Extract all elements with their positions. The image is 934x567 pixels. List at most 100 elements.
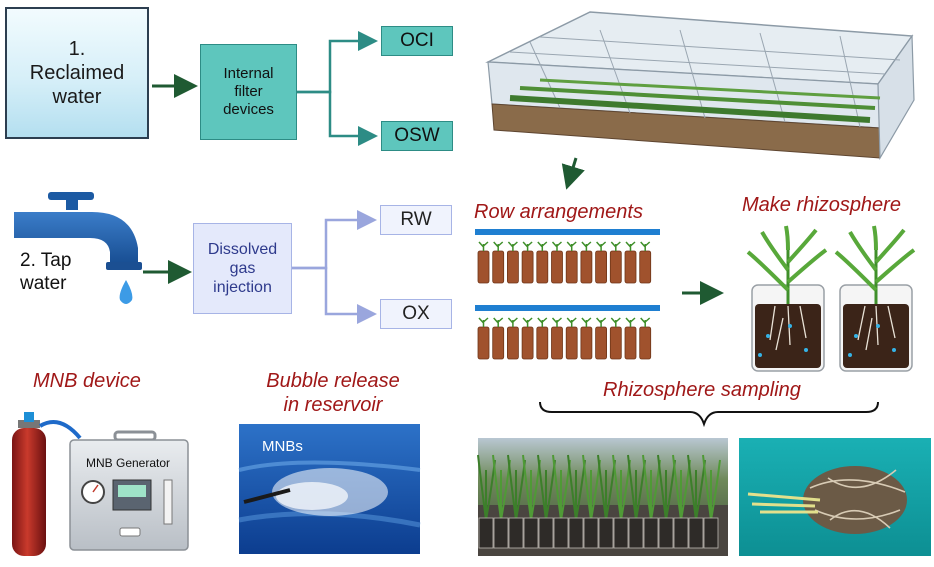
- osw-label: OSW: [394, 125, 440, 146]
- filter-devices-label: Internal filter devices: [223, 65, 274, 118]
- arrow-injection-to-ox: [292, 266, 377, 324]
- seedling: [493, 317, 504, 327]
- photo-pot: [493, 517, 509, 549]
- photo-pot: [583, 517, 599, 549]
- photo-pot: [568, 517, 584, 549]
- seedling: [551, 241, 562, 251]
- seedling: [596, 241, 607, 251]
- bubble-release-photo: [238, 424, 421, 554]
- pot: [639, 326, 652, 360]
- osw-box: OSW: [381, 121, 453, 151]
- seedling: [493, 241, 504, 251]
- pot: [609, 326, 622, 360]
- seedling: [478, 317, 489, 327]
- photo-pot: [478, 517, 494, 549]
- seedling: [566, 317, 577, 327]
- pot: [506, 326, 519, 360]
- greenhouse-image: [485, 11, 915, 161]
- mnbs-photo-label: MNBs: [262, 438, 303, 455]
- pot: [477, 250, 490, 284]
- seedling: [537, 241, 548, 251]
- seedling: [640, 317, 651, 327]
- pot: [521, 250, 534, 284]
- tap-water-label: 2. Tap water: [20, 250, 72, 294]
- seedling: [581, 317, 592, 327]
- mnb-device-title: MNB device: [33, 370, 141, 392]
- pot: [565, 326, 578, 360]
- seedling: [522, 241, 533, 251]
- seedling: [625, 317, 636, 327]
- photo-pot: [553, 517, 569, 549]
- row-bar-top: [475, 229, 660, 235]
- photo-pot: [508, 517, 524, 549]
- ox-box: OX: [380, 299, 452, 329]
- bubble-release-title: Bubble release in reservoir: [266, 370, 400, 416]
- seedling: [625, 241, 636, 251]
- arrow-filter-to-osw: [297, 90, 378, 146]
- pot: [536, 326, 549, 360]
- photo-plant: [702, 454, 721, 521]
- photo-pot: [688, 517, 704, 549]
- pot: [595, 250, 607, 284]
- seedling: [581, 241, 592, 251]
- oci-box: OCI: [381, 26, 453, 56]
- photo-pot: [658, 517, 674, 549]
- gas-injection-box: Dissolved gas injection: [193, 223, 292, 314]
- pot: [624, 326, 637, 360]
- seedling: [522, 317, 533, 327]
- pot-row-bottom: [477, 317, 652, 360]
- rhizosphere-sampling-title: Rhizosphere sampling: [603, 379, 801, 401]
- pot-row-top: [477, 241, 652, 284]
- pot: [492, 326, 505, 360]
- rw-label: RW: [400, 209, 432, 230]
- seedling: [596, 317, 607, 327]
- arrow-injection-to-rw: [292, 210, 377, 270]
- seedling: [507, 241, 518, 251]
- photo-pot: [703, 517, 719, 549]
- photo-pot: [613, 517, 629, 549]
- photo-pot: [523, 517, 539, 549]
- pot: [580, 250, 593, 284]
- pot: [580, 326, 593, 360]
- pot: [551, 250, 563, 284]
- pot: [492, 250, 505, 284]
- photo-pot: [538, 517, 554, 549]
- gas-injection-label: Dissolved gas injection: [207, 240, 278, 297]
- sampling-photo-roots: [739, 438, 931, 556]
- row-bar-bottom: [475, 305, 660, 311]
- seedling: [551, 317, 562, 327]
- photo-pot: [628, 517, 644, 549]
- pot: [477, 326, 490, 360]
- seedling: [537, 317, 548, 327]
- sampling-brace: [539, 401, 879, 428]
- photo-pot: [643, 517, 659, 549]
- reclaimed-water-box: 1. Reclaimed water: [5, 7, 149, 139]
- rhizosphere-pot-left: [746, 225, 828, 372]
- gas-cylinder-icon: [12, 412, 82, 556]
- reclaimed-water-label: 1. Reclaimed water: [29, 38, 125, 108]
- arrow-filter-to-oci: [297, 31, 378, 94]
- pot: [624, 250, 637, 284]
- seedling: [478, 241, 489, 251]
- seedling: [610, 241, 621, 251]
- pot: [551, 326, 563, 360]
- mnb-generator-label: MNB Generator: [86, 456, 171, 470]
- rhizosphere-pot-right: [834, 225, 916, 372]
- seedling: [566, 241, 577, 251]
- make-rhizosphere-title: Make rhizosphere: [742, 194, 901, 216]
- oci-label: OCI: [400, 30, 434, 51]
- pot: [595, 326, 607, 360]
- arrow-greenhouse-to-rows: [561, 157, 585, 190]
- pot: [609, 250, 622, 284]
- filter-devices-box: Internal filter devices: [200, 44, 297, 140]
- pot: [521, 326, 534, 360]
- sampling-photo-plants: [477, 438, 728, 556]
- seedling: [610, 317, 621, 327]
- pot: [565, 250, 578, 284]
- photo-pot: [598, 517, 614, 549]
- mnb-generator-icon: [69, 430, 189, 551]
- rw-box: RW: [380, 205, 452, 235]
- tap-icon: [14, 192, 142, 304]
- ox-label: OX: [402, 303, 430, 324]
